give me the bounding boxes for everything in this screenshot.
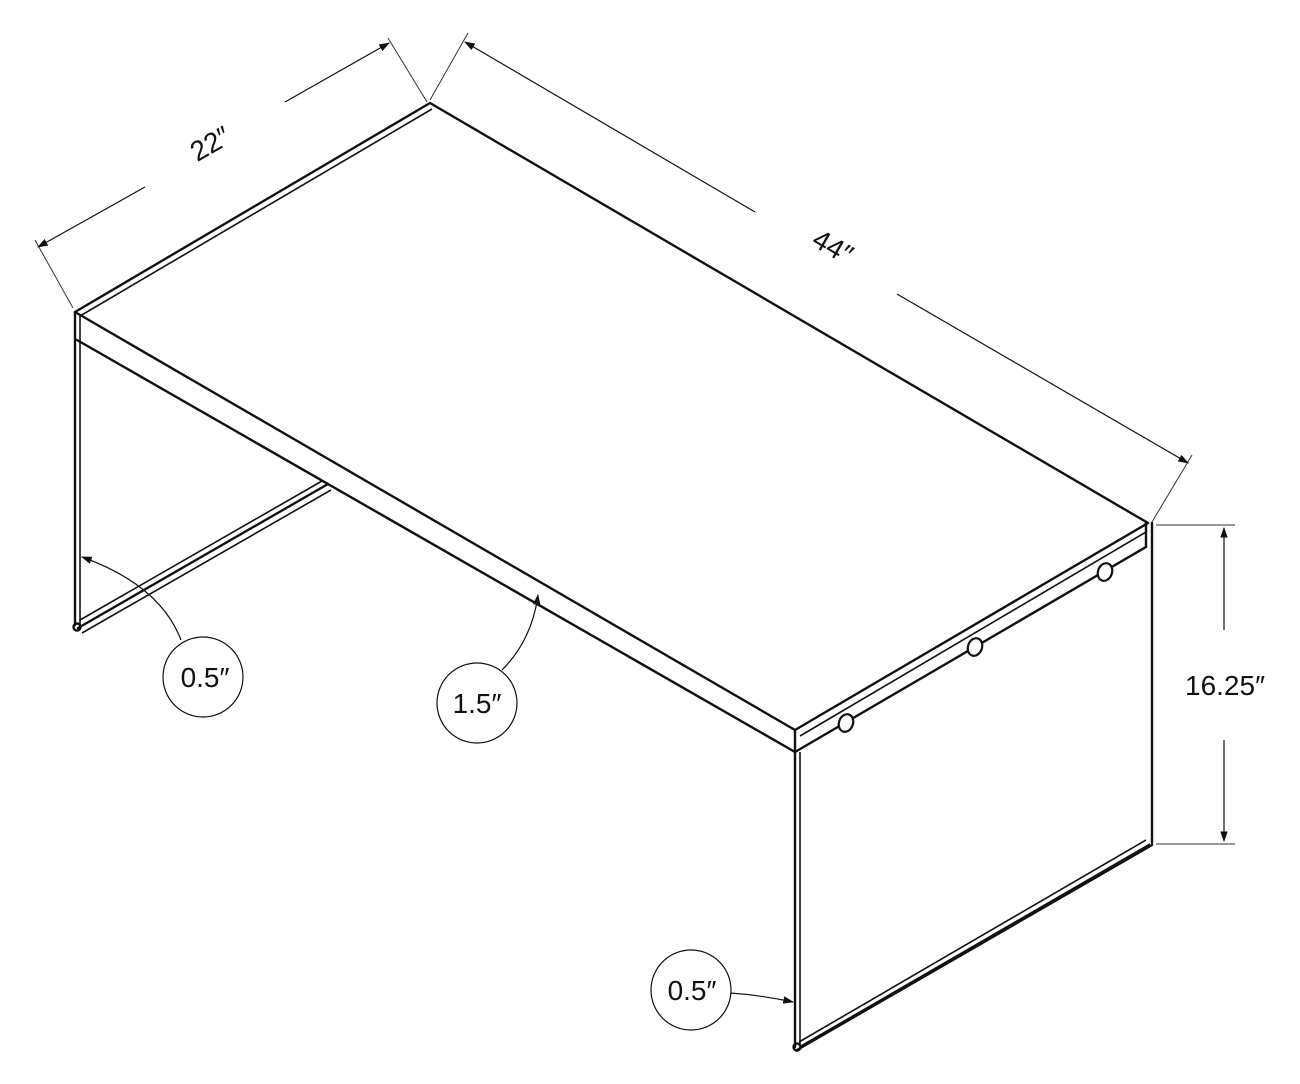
hole-icon (837, 713, 855, 733)
callout-label: 0.5″ (668, 975, 717, 1006)
hole-icon (1096, 562, 1114, 582)
dimension-width: 22″ (34, 37, 428, 309)
dimension-height: 16.25″ (1156, 524, 1265, 845)
table-body (72, 101, 1154, 1052)
callout-right-leg-thickness: 0.5″ (650, 949, 795, 1031)
callout-apron-thickness: 1.5″ (436, 593, 541, 744)
front-apron-edge (75, 338, 797, 754)
left-leg-panel (72, 310, 332, 634)
length-label: 44″ (807, 223, 858, 270)
width-label: 22″ (185, 120, 236, 167)
callout-label: 0.5″ (181, 662, 230, 693)
hole-icon (966, 637, 984, 657)
tabletop-surface (73, 101, 1150, 732)
callout-label: 1.5″ (453, 688, 502, 719)
fastener-holes (837, 562, 1114, 733)
height-label: 16.25″ (1185, 670, 1265, 701)
right-leg-panel (792, 521, 1154, 1052)
dimension-length: 44″ (429, 32, 1193, 523)
callout-left-leg-thickness: 0.5″ (80, 556, 244, 718)
